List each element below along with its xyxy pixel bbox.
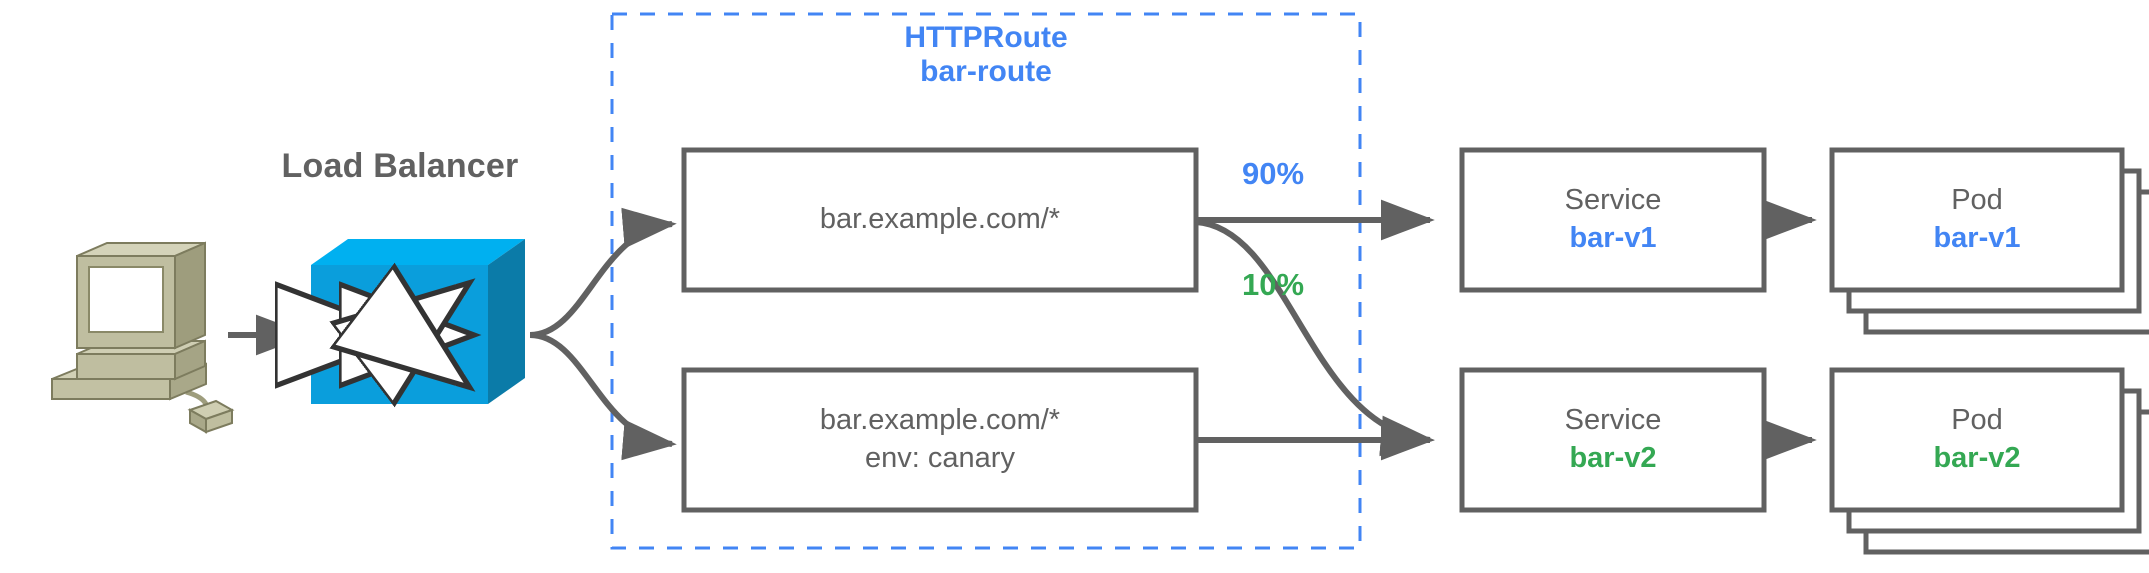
- pod-v1-content[interactable]: Pod bar-v1: [1832, 150, 2122, 290]
- service-v2-kind: Service: [1564, 404, 1662, 437]
- service-v1-content[interactable]: Service bar-v1: [1462, 150, 1764, 290]
- load-balancer-label: Load Balancer: [281, 147, 519, 185]
- pod-v1-name: bar-v1: [1933, 222, 2021, 254]
- rule-canary-match: bar.example.com/*: [819, 404, 1061, 437]
- service-v1-name: bar-v1: [1569, 222, 1657, 254]
- weight-label-primary: 90%: [1241, 156, 1305, 191]
- pod-v2-name: bar-v2: [1933, 442, 2021, 474]
- rule-primary-content[interactable]: bar.example.com/*: [684, 150, 1196, 290]
- computer-workstation-icon: [51, 241, 235, 434]
- pod-stack-v2: [1829, 367, 2149, 555]
- pod-v1-kind: Pod: [1951, 184, 2003, 217]
- edge-lb-to-rule-canary: [529, 332, 677, 461]
- httproute-kind-label: HTTPRoute: [904, 21, 1068, 54]
- pod-box-v1: [1829, 147, 2125, 293]
- httproute-name-label: bar-route: [920, 55, 1052, 88]
- rule-canary-content[interactable]: bar.example.com/* env: canary: [684, 370, 1196, 510]
- edge-lb-to-rule-primary: [529, 207, 677, 338]
- service-v2-name: bar-v2: [1569, 442, 1657, 474]
- rule-canary-header: env: canary: [865, 442, 1015, 474]
- service-v2-content[interactable]: Service bar-v2: [1462, 370, 1764, 510]
- edge-rule-to-svc-v2-from-primary: [1195, 219, 1435, 457]
- service-box-v1: [1459, 147, 1767, 293]
- rule-box-canary: [681, 367, 1199, 513]
- rule-primary-match: bar.example.com/*: [819, 203, 1061, 236]
- weight-label-canary: 10%: [1241, 267, 1305, 302]
- service-v1-kind: Service: [1564, 184, 1662, 217]
- httproute-boundary: [610, 12, 1362, 550]
- pod-stack-v1: [1829, 147, 2149, 335]
- pod-v2-kind: Pod: [1951, 404, 2003, 437]
- load-balancer-icon: [311, 239, 525, 404]
- pod-box-v2: [1829, 367, 2125, 513]
- pod-v2-content[interactable]: Pod bar-v2: [1832, 370, 2122, 510]
